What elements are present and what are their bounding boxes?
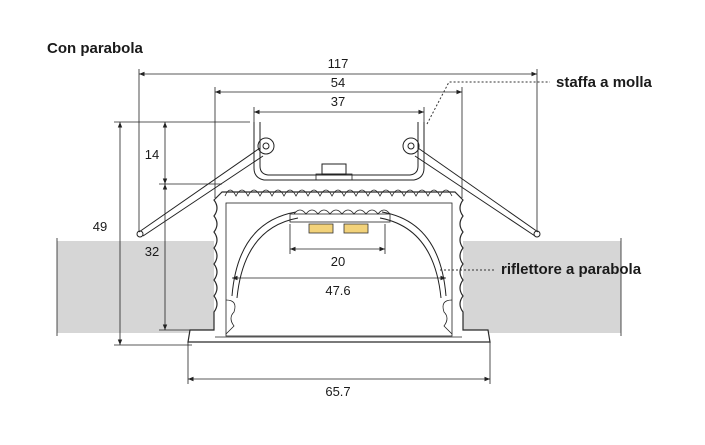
dim-spring-height: 14 [145, 147, 159, 162]
dim-led-width: 20 [331, 254, 345, 269]
dim-overall-width: 117 [328, 56, 349, 71]
ceiling-panel-right [463, 241, 621, 333]
dim-total-height: 49 [93, 219, 107, 234]
ceiling-panel-left [57, 241, 214, 333]
dim-body-height: 32 [145, 244, 159, 259]
aluminium-profile [187, 189, 491, 343]
dimension-labels: 117 54 37 49 14 32 20 47.6 65.7 [93, 56, 351, 399]
callout-parabolic-reflector: riflettore a parabola [501, 261, 642, 278]
ceiling-panels [56, 238, 622, 336]
dim-bracket-outer-width: 54 [331, 75, 345, 90]
led-chip-right [343, 223, 369, 234]
dim-bracket-inner-width: 37 [331, 94, 345, 109]
diagram-title: Con parabola [47, 40, 144, 57]
led-chip-left [308, 223, 334, 234]
dimension-lines [114, 69, 538, 384]
parabolic-reflector [231, 211, 447, 299]
led-module [289, 209, 391, 234]
dim-reflector-width: 47.6 [325, 283, 350, 298]
dim-flange-width: 65.7 [325, 384, 350, 399]
callouts: staffa a molla riflettore a parabola [426, 74, 653, 278]
spring-bracket [253, 122, 425, 181]
callout-spring-bracket: staffa a molla [556, 74, 653, 91]
